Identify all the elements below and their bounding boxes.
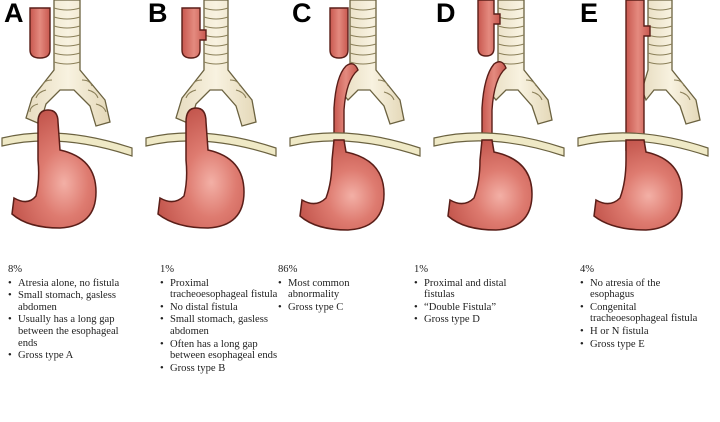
- feature-item: No distal fistula: [160, 302, 284, 314]
- stomach: [11, 109, 97, 229]
- feature-item: Congenital tracheoesophageal fistula: [580, 302, 704, 325]
- feature-item: Gross type B: [160, 363, 284, 375]
- diaphragm: [433, 132, 565, 157]
- panel-type-e: E 4% No atresia of the esophagus Congeni…: [576, 0, 720, 422]
- panel-type-d: D 1% Proximal and distal fistulas “Doubl…: [414, 0, 576, 422]
- trachea: [25, 0, 111, 127]
- panel-letter: C: [292, 0, 312, 28]
- trachea: [339, 0, 405, 125]
- trachea: [487, 0, 553, 125]
- distal-tracheoesophageal-fistula: [333, 63, 359, 151]
- incidence-percent: 1%: [160, 264, 175, 275]
- panel-description: 8% Atresia alone, no fistula Small stoma…: [8, 264, 136, 363]
- upper-esophageal-pouch: [329, 7, 349, 59]
- feature-item: Most common abnormality: [278, 278, 402, 301]
- type-d-illustration: [433, 0, 565, 231]
- feature-item: Proximal tracheoesophageal fistula: [160, 278, 284, 301]
- diaphragm: [577, 132, 709, 157]
- incidence-percent: 1%: [414, 264, 429, 275]
- stomach: [447, 139, 533, 231]
- panel-description: 4% No atresia of the esophagus Congenita…: [580, 264, 704, 351]
- feature-item: Small stomach, gasless abdomen: [160, 314, 284, 337]
- feature-item: Gross type C: [278, 302, 402, 314]
- panel-letter: B: [148, 0, 168, 28]
- trachea: [175, 0, 257, 127]
- upper-esophageal-pouch: [29, 7, 51, 59]
- feature-list: Proximal and distal fistulas “Double Fis…: [414, 278, 524, 326]
- upper-esophageal-pouch: [181, 7, 207, 59]
- feature-list: Atresia alone, no fistula Small stomach,…: [8, 278, 136, 362]
- panel-type-b: B 1% Proximal tracheoesophageal fistula …: [144, 0, 288, 422]
- type-a-illustration: [1, 0, 133, 229]
- panel-type-c: C 86% Most common abnormality Gross type…: [278, 0, 432, 422]
- feature-item: Proximal and distal fistulas: [414, 278, 524, 301]
- feature-item: Gross type D: [414, 314, 524, 326]
- panel-description: 1% Proximal and distal fistulas “Double …: [414, 264, 524, 327]
- type-b-illustration: [145, 0, 277, 229]
- feature-list: Proximal tracheoesophageal fistula No di…: [160, 278, 284, 375]
- panel-description: 86% Most common abnormality Gross type C: [278, 264, 402, 314]
- upper-esophageal-pouch: [477, 0, 501, 57]
- feature-item: No atresia of the esophagus: [580, 278, 704, 301]
- stomach: [157, 107, 245, 229]
- incidence-percent: 86%: [278, 264, 298, 275]
- feature-list: No atresia of the esophagus Congenital t…: [580, 278, 704, 351]
- feature-list: Most common abnormality Gross type C: [278, 278, 402, 314]
- feature-item: Small stomach, gasless abdomen: [8, 290, 136, 313]
- stomach: [299, 139, 385, 231]
- distal-tracheoesophageal-fistula: [481, 61, 507, 151]
- feature-item: “Double Fistula”: [414, 302, 524, 314]
- type-c-illustration: [289, 0, 421, 231]
- panel-type-a: A 8% Atresia alone, no fistula Small sto…: [0, 0, 144, 422]
- panel-description: 1% Proximal tracheoesophageal fistula No…: [160, 264, 284, 375]
- panel-letter: A: [4, 0, 24, 28]
- feature-item: Atresia alone, no fistula: [8, 278, 136, 290]
- feature-item: Gross type A: [8, 350, 136, 362]
- feature-item: Usually has a long gap between the esoph…: [8, 314, 136, 349]
- panel-letter: E: [580, 0, 599, 28]
- feature-item: Gross type E: [580, 339, 704, 351]
- feature-item: Often has a long gap between esophageal …: [160, 339, 284, 362]
- stomach: [593, 139, 683, 231]
- panel-letter: D: [436, 0, 456, 28]
- trachea: [641, 0, 701, 125]
- diaphragm: [289, 132, 421, 157]
- incidence-percent: 4%: [580, 264, 595, 275]
- feature-item: H or N fistula: [580, 326, 704, 338]
- incidence-percent: 8%: [8, 264, 23, 275]
- type-e-illustration: [577, 0, 709, 231]
